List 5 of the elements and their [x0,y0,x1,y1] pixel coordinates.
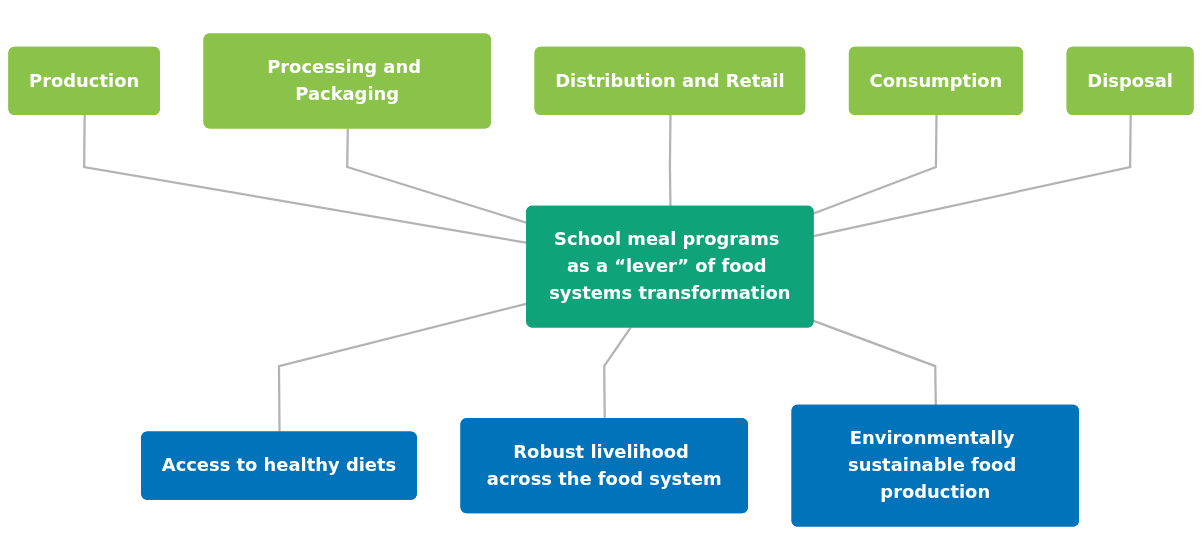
connector [813,319,937,406]
connector [813,115,938,215]
connector [603,326,632,420]
connector [668,115,672,207]
connector [813,115,1132,238]
